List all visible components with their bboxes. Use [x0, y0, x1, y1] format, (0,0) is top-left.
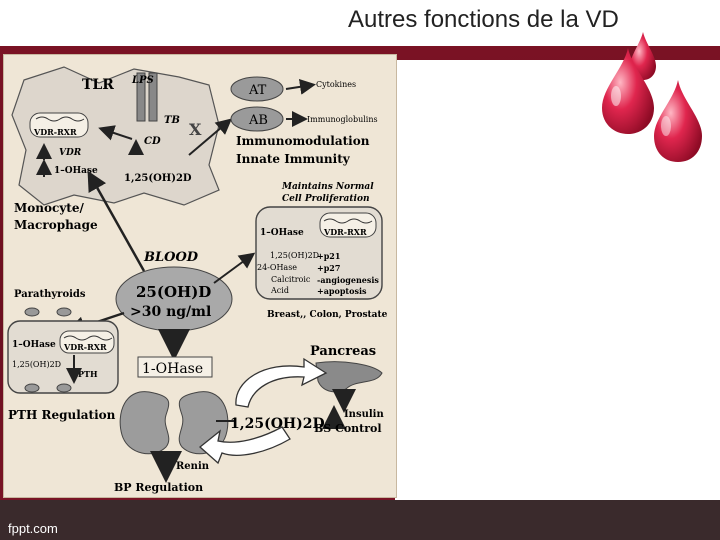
vitamin-d-diagram: LPS TLR TB X VDR-RXR VDR 1–OHase CD 1,25… [3, 54, 397, 498]
vdr-label: VDR [59, 148, 82, 158]
kidney-ohase-label: 1-OHase [142, 361, 203, 377]
pth-regulation-label: PTH Regulation [8, 408, 116, 422]
breast-colon-label: Breast,, Colon, Prostate [267, 310, 388, 320]
p27-label: +p27 [317, 263, 340, 273]
innate-immunity-label: Innate Immunity [236, 152, 351, 166]
pancreas-icon [315, 361, 383, 393]
blood-threshold-label: >30 ng/ml [130, 304, 211, 320]
macrophage-calcitriol: 1,25(OH)2D [124, 173, 192, 184]
title-bar [0, 0, 720, 48]
ab-label: AB [248, 113, 268, 128]
cd-label: CD [144, 136, 161, 147]
parathyroids-label: Parathyroids [14, 289, 86, 300]
acid-label: Acid [270, 286, 289, 295]
p21-label: +p21 [317, 251, 340, 261]
pth-label: PTH [78, 369, 98, 379]
footer-bar [0, 500, 720, 540]
angiogenesis-label: -angiogenesis [317, 275, 379, 285]
bp-regulation-label: BP Regulation [114, 481, 203, 494]
renin-label: Renin [176, 461, 210, 472]
tlr-label: TLR [82, 77, 114, 93]
prolif-calcitriol-label: 1,25(OH)2D [270, 251, 319, 260]
immunomodulation-label: Immunomodulation [236, 134, 370, 148]
pt-ohase-label: 1–OHase [12, 340, 56, 350]
maintains-label: Maintains Normal [281, 182, 374, 192]
ohase24-label: 24-OHase [257, 263, 297, 272]
macrophage-label: Macrophage [14, 218, 98, 232]
insulin-label: Insulin [344, 409, 384, 420]
pt-calcitriol-label: 1,25(OH)2D [12, 360, 61, 369]
at-label: AT [248, 83, 267, 98]
slide-title: Autres fonctions de la VD [348, 6, 619, 33]
prolif-vdr-label: VDR-RXR [323, 227, 367, 237]
cell-proliferation-label: Cell Proliferation [282, 194, 370, 204]
bs-control-label: BS Control [314, 422, 382, 435]
pt-vdr-label: VDR-RXR [63, 342, 107, 352]
ohase-label: 1–OHase [54, 166, 98, 176]
monocyte-label: Monocyte/ [14, 201, 84, 215]
calcitroic-label: Calcitroic [271, 275, 311, 284]
blood-level-label: 25(OH)D [136, 283, 211, 301]
apoptosis-label: +apoptosis [317, 286, 367, 296]
tb-label: TB [164, 115, 180, 126]
footer-text: fppt.com [8, 521, 58, 536]
immunoglobulins-label: Immunoglobulins [307, 115, 378, 124]
drops-decoration-icon [602, 32, 702, 162]
cytokines-label: Cytokines [316, 80, 356, 89]
blood-label: BLOOD [143, 250, 199, 265]
lps-label: LPS [131, 75, 154, 86]
prolif-ohase-label: 1–OHase [260, 228, 304, 238]
kidney-calcitriol-label: 1,25(OH)2D [230, 416, 325, 432]
svg-text:X: X [189, 120, 202, 139]
pancreas-label: Pancreas [310, 344, 376, 359]
vdr-rxr-label: VDR-RXR [33, 127, 77, 137]
kidney-left-icon [119, 391, 170, 455]
